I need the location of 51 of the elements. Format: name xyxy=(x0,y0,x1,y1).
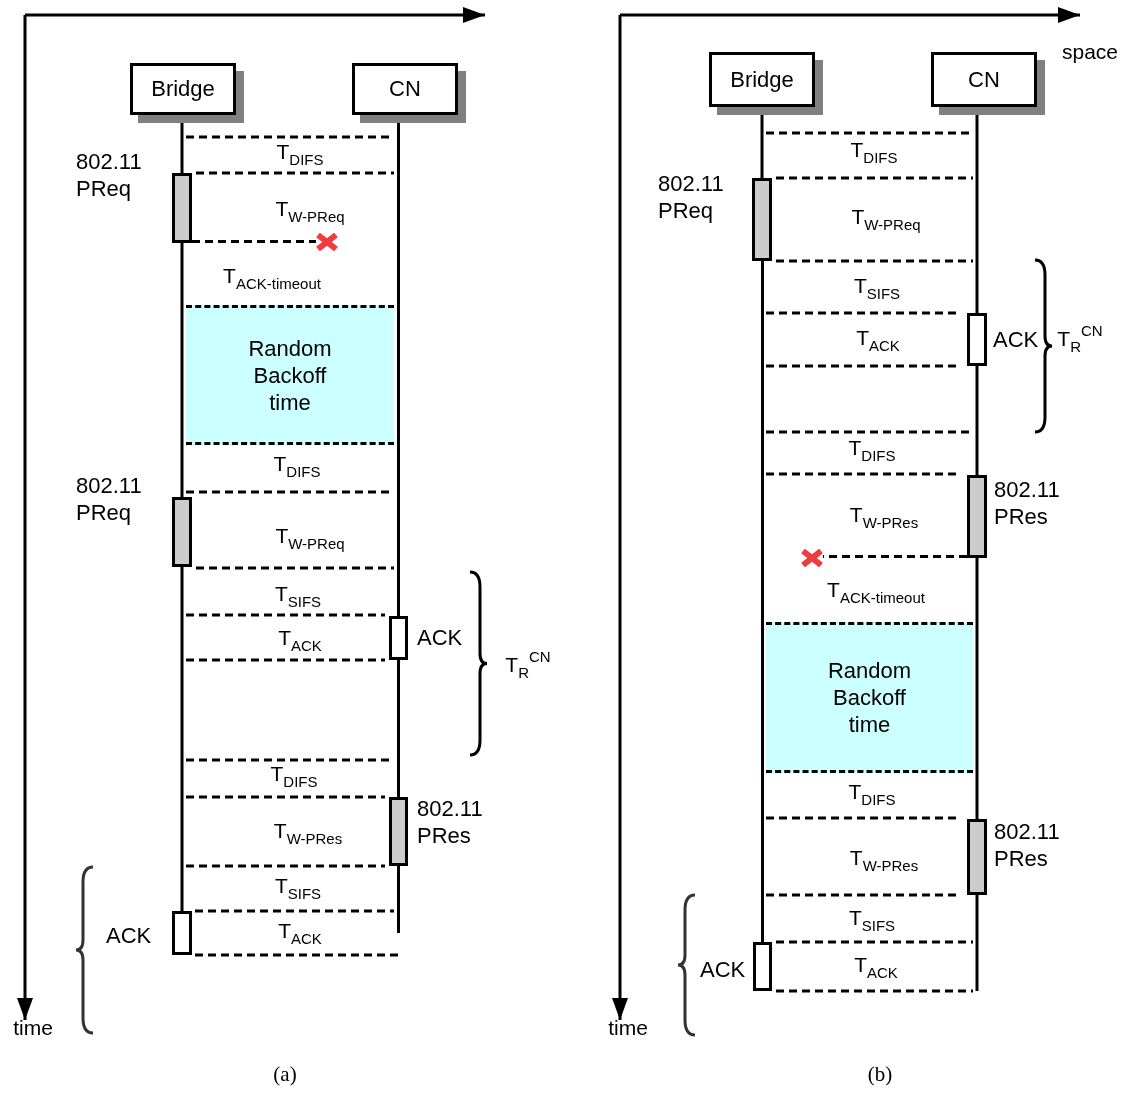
duration-label: T$_{W-PReq}$ xyxy=(275,524,345,552)
frame-label: 802.11 PReq xyxy=(658,170,725,224)
lifeline xyxy=(180,567,184,911)
period-label: Random Backoff time xyxy=(247,334,333,416)
frame-label: 802.11 PReq xyxy=(76,148,143,202)
subfigure-caption: (a) xyxy=(273,1062,297,1087)
duration-label: T$_{SIFS}$ xyxy=(274,874,322,902)
duration-label: T$_{DIFS}$ xyxy=(848,780,896,808)
axis-label: time xyxy=(608,1016,648,1040)
duration-label: T$_{ACK-timeout}$ xyxy=(827,578,925,606)
duration-label: T$_{SIFS}$ xyxy=(853,274,901,302)
axis-label: time xyxy=(13,1016,53,1040)
period-label: Random Backoff time xyxy=(826,657,913,738)
subfigure-caption: (b) xyxy=(867,1062,893,1087)
lifeline xyxy=(397,866,400,933)
duration-label: T$_{ACK}$ xyxy=(278,919,322,947)
lost-frame-line xyxy=(192,240,316,243)
duration-label: T$_{ACK}$ xyxy=(278,626,322,654)
duration-label: T$_{W-PRes}$ xyxy=(849,846,919,874)
lifeline xyxy=(397,660,400,797)
duration-label: T$_{DIFS}$ xyxy=(276,140,324,168)
frame-label: ACK xyxy=(417,623,464,651)
frame-label: 802.11 PRes xyxy=(417,795,484,849)
lifeline xyxy=(975,366,979,475)
duration-label: T$_{W-PReq}$ xyxy=(851,205,921,233)
duration-label: T$_{SIFS}$ xyxy=(274,582,322,610)
duration-label: T$_{SIFS}$ xyxy=(848,906,896,934)
duration-label: T$_{ACK}$ xyxy=(854,953,898,981)
duration-label: T$_{W-PRes}$ xyxy=(849,503,919,531)
lifeline xyxy=(975,558,979,819)
duration-label: T$_{W-PReq}$ xyxy=(275,197,345,225)
frame-label: ACK xyxy=(700,955,747,983)
frame-label: 802.11 PRes xyxy=(994,818,1061,872)
frame-label: 802.11 PReq xyxy=(76,472,143,526)
duration-label: T$_{DIFS}$ xyxy=(270,762,318,790)
backoff-period-box xyxy=(186,305,394,445)
frame-label: ACK xyxy=(993,325,1040,353)
duration-label: T$_{DIFS}$ xyxy=(273,452,321,480)
duration-label: T$_{W-PRes}$ xyxy=(273,819,343,847)
duration-label: T$_{DIFS}$ xyxy=(848,436,896,464)
duration-label: T$_{ACK-timeout}$ xyxy=(223,264,321,292)
frame-label: ACK xyxy=(106,921,153,949)
lifeline xyxy=(761,261,764,942)
duration-label: T$_{DIFS}$ xyxy=(850,138,898,166)
lifeline xyxy=(180,243,184,497)
lifeline xyxy=(975,895,979,991)
backoff-period-box xyxy=(766,622,973,773)
axis-label: space xyxy=(1062,40,1118,64)
lost-frame-line xyxy=(823,555,967,558)
duration-label: T$_{ACK}$ xyxy=(856,326,900,354)
frame-label: 802.11 PRes xyxy=(994,476,1061,530)
